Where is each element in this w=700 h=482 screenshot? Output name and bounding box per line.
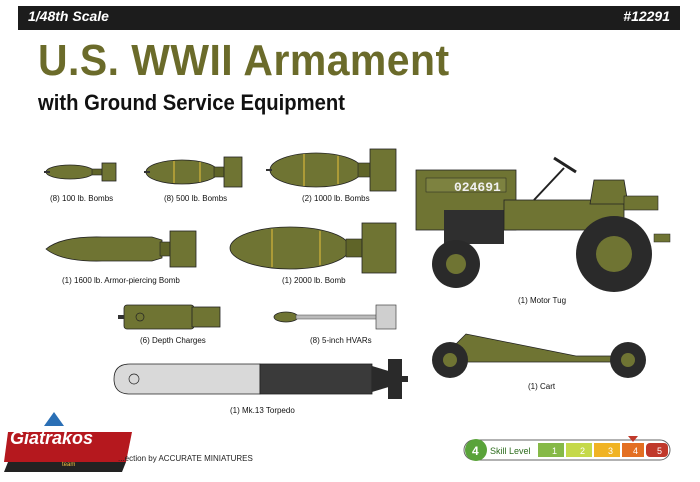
label-2000lb-bomb: (1) 2000 lb. Bomb [282,276,346,285]
torpedo-illustration [113,359,408,399]
skill-level-3: 3 [608,446,614,456]
scale-label: 1/48th Scale [28,8,109,24]
skill-level-2: 2 [580,446,586,456]
label-motor-tug: (1) Motor Tug [518,296,567,305]
bomb-500-illustration [144,156,243,188]
tug-serial-number: 024691 [454,180,501,195]
label-1000lb-bombs: (2) 1000 lb. Bombs [302,194,370,203]
giatrakos-logo [4,412,132,472]
credit-line: ...ection by ACCURATE MINIATURES [118,454,253,463]
header-bar: 1/48th Scale #12291 [18,6,680,30]
label-100lb-bombs: (8) 100 lb. Bombs [50,194,114,203]
bomb-1600-illustration [45,230,197,268]
skill-level-1: 1 [552,446,558,456]
label-hvars: (8) 5-inch HVARs [310,336,372,345]
label-torpedo: (1) Mk.13 Torpedo [230,406,295,415]
brand-name: Giatrakos [10,428,94,448]
skill-level-label: Skill Level [490,446,531,456]
skill-current-level: 4 [472,444,479,458]
depth-charge-illustration [118,304,221,330]
skill-level-bar [463,436,671,461]
hvar-rocket-illustration [273,304,397,330]
kit-number: #12291 [623,8,670,24]
brand-tagline: team [62,462,76,468]
page-title: U.S. WWII Armament [38,36,450,85]
cart-illustration [432,333,646,378]
skill-level-4: 4 [633,446,639,456]
bomb-100-illustration [44,162,117,182]
skill-level-5: 5 [657,446,663,456]
bomb-1000-illustration [266,148,397,192]
page-subtitle: with Ground Service Equipment [38,90,346,115]
bomb-2000-illustration [229,222,397,274]
label-cart: (1) Cart [528,382,556,391]
label-depth-charges: (6) Depth Charges [140,336,206,345]
label-500lb-bombs: (8) 500 lb. Bombs [164,194,228,203]
label-1600lb-bomb: (1) 1600 lb. Armor-piercing Bomb [62,276,180,285]
motor-tug-illustration [415,156,671,292]
